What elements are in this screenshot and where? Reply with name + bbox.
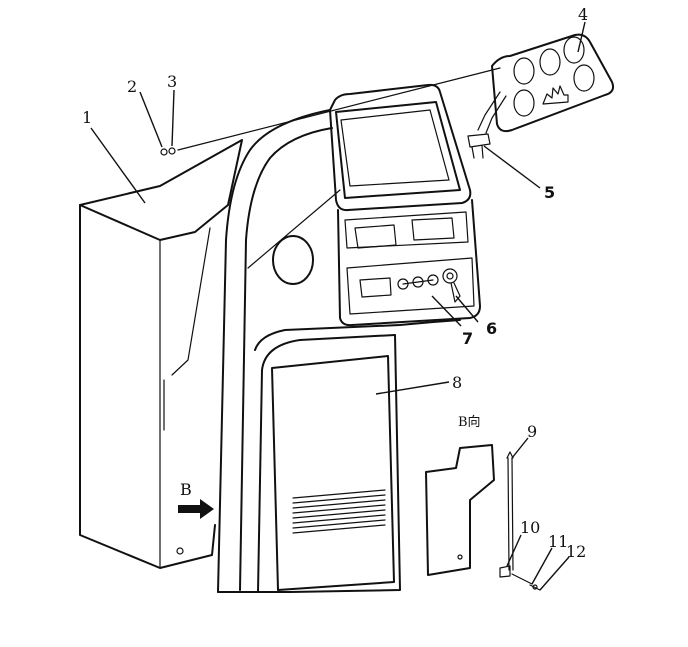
part-8-lower-panel: [271, 355, 395, 591]
part-5-connector: [467, 91, 507, 159]
view-b-title: B向: [458, 414, 481, 430]
callout-1: 1: [82, 108, 92, 127]
view-b-arrow: [178, 499, 214, 519]
callout-3: 3: [167, 72, 177, 91]
callout-12: 12: [566, 542, 586, 561]
part-9-rod: [506, 451, 514, 571]
part-4-instrument-panel: [491, 33, 615, 133]
part-6-key-switch: [442, 268, 461, 303]
part-7-switches: [397, 274, 439, 290]
callout-4: 4: [578, 5, 588, 24]
vent-slots: [292, 489, 386, 534]
part-10-clip: [499, 565, 511, 578]
callout-6: 6: [486, 319, 497, 338]
parts-11-12-fasteners: [511, 573, 541, 591]
callout-labels: 1 2 3 4 5 6 7 8 9 10 11 12 B B向: [82, 5, 588, 561]
callout-9: 9: [527, 422, 537, 441]
cabinet-top-edge-line: [177, 67, 501, 151]
callout-7: 7: [462, 329, 473, 348]
dashboard-frame: [329, 83, 481, 327]
callout-5: 5: [544, 183, 555, 202]
callout-2: 2: [127, 77, 137, 96]
callout-8: 8: [452, 373, 462, 392]
part-1-rear-cabinet: [79, 139, 243, 569]
callout-leaders: [90, 21, 586, 591]
parts-2-3-fasteners: [160, 147, 176, 156]
view-arrow-label: B: [180, 480, 192, 499]
callout-10: 10: [520, 518, 540, 537]
callout-11: 11: [548, 532, 568, 551]
view-b-side-panel: [425, 444, 495, 576]
front-console-housing: [217, 109, 461, 593]
